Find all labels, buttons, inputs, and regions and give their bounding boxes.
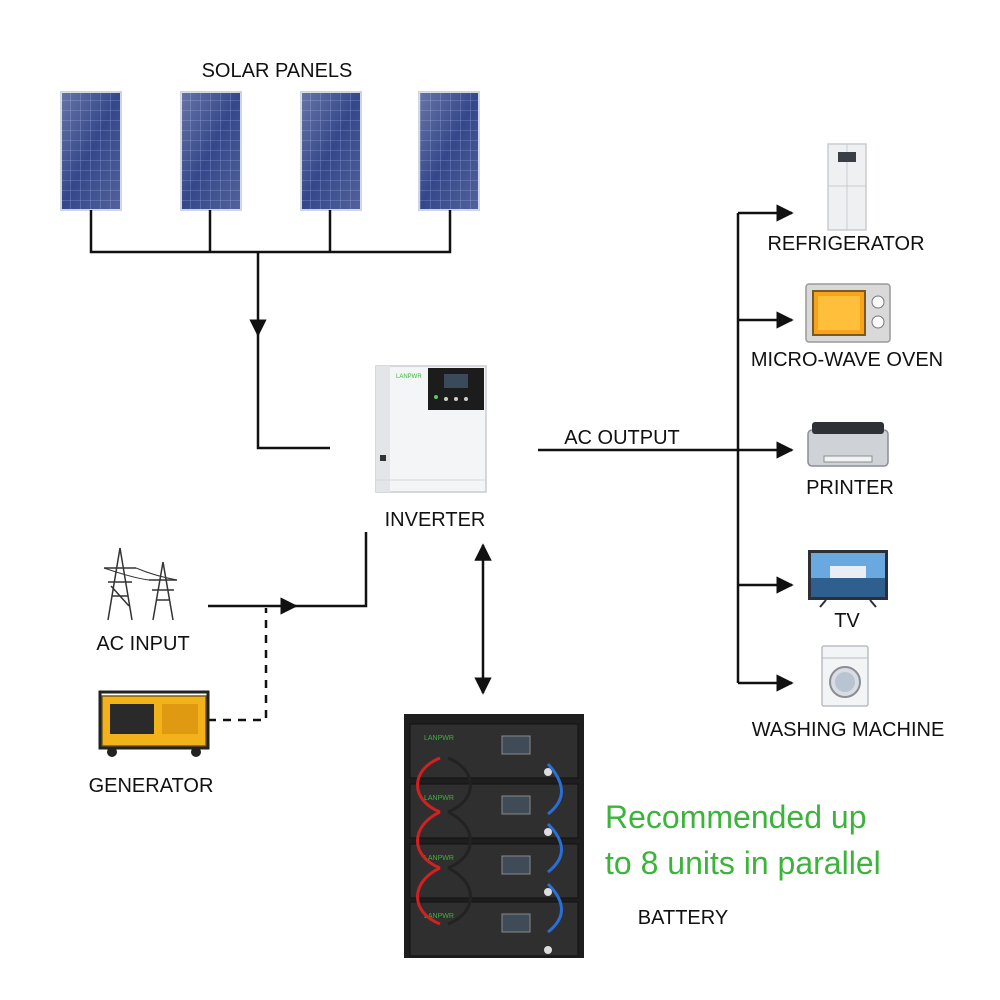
solar-panel-icon	[418, 91, 480, 211]
battery-brand-label-4: LANPWR	[424, 913, 454, 920]
battery-rack-icon: LANPWR LANPWR LANPWR LANPWR	[404, 714, 584, 958]
tv-icon	[808, 550, 888, 608]
battery-brand-label-1: LANPWR	[424, 735, 454, 742]
solar-panel-icon	[300, 91, 362, 211]
ac-output-label: AC OUTPUT	[564, 427, 680, 449]
parallel-note-line2: to 8 units in parallel	[605, 845, 881, 881]
transmission-tower-icon	[103, 547, 178, 621]
generator-icon	[98, 690, 210, 757]
washing-machine-label: WASHING MACHINE	[752, 719, 945, 741]
solar-panel-icon	[180, 91, 242, 211]
solar-wiring	[89, 210, 452, 450]
refrigerator-label: REFRIGERATOR	[767, 233, 924, 255]
ac-output-wiring	[538, 204, 794, 692]
solar-panels-label: SOLAR PANELS	[202, 60, 353, 82]
inverter-icon: LANPWR	[375, 365, 487, 493]
refrigerator-icon	[827, 143, 867, 231]
battery-brand-label-2: LANPWR	[424, 795, 454, 802]
tv-label: TV	[834, 610, 860, 632]
inverter-brand-label: LANPWR	[396, 374, 422, 380]
ac-input-wiring	[208, 532, 368, 722]
printer-label: PRINTER	[806, 477, 894, 499]
ac-input-label: AC INPUT	[96, 633, 189, 655]
microwave-icon	[805, 283, 891, 343]
generator-label: GENERATOR	[89, 775, 214, 797]
microwave-label: MICRO-WAVE OVEN	[751, 349, 943, 371]
parallel-note-line1: Recommended up	[605, 799, 866, 835]
battery-brand-label-3: LANPWR	[424, 855, 454, 862]
solar-panel-icon	[60, 91, 122, 211]
washing-machine-icon	[821, 645, 869, 707]
printer-icon	[807, 422, 889, 467]
inverter-label: INVERTER	[385, 509, 486, 531]
battery-label: BATTERY	[638, 907, 728, 929]
